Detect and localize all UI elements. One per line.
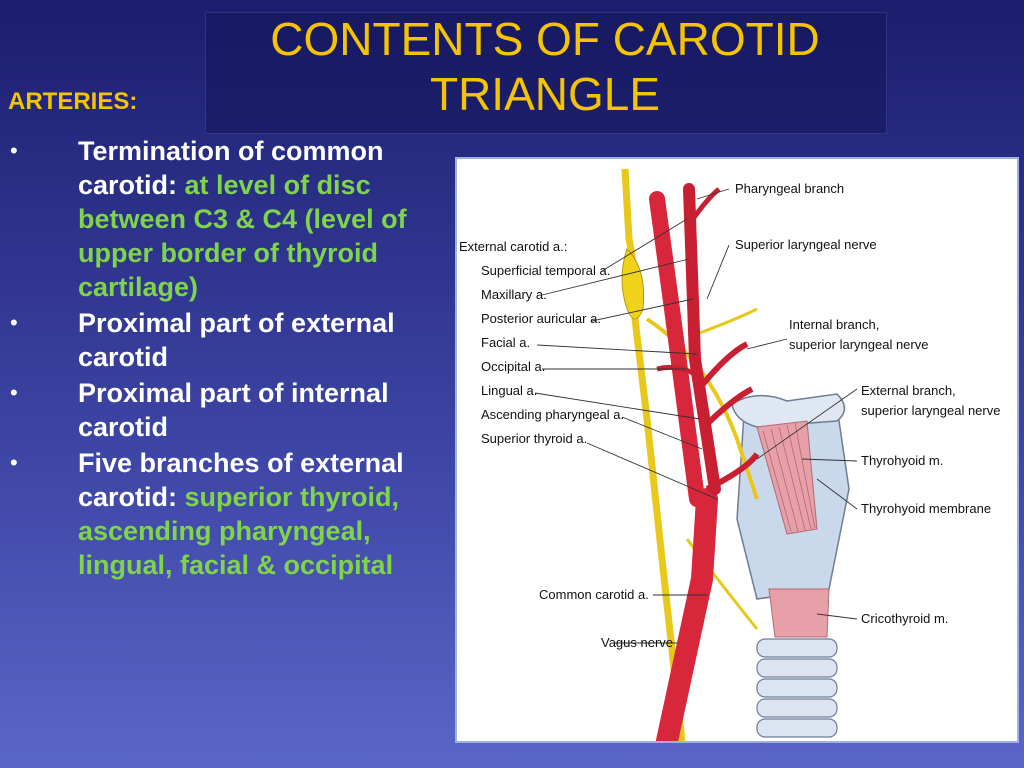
bullet-text: Termination of common carotid: [78,136,384,200]
label-internal-branch-2: superior laryngeal nerve [789,337,928,352]
label-superficial-temporal: Superficial temporal a. [481,263,610,278]
thyrohyoid-muscle [756,420,818,535]
pharyngeal-branch-artery [690,187,721,221]
title-line-2: TRIANGLE [429,68,661,120]
bullet-marker: • [10,310,18,335]
bullet-marker: • [10,380,18,405]
bullet-item: • Proximal part of external carotid [8,306,453,374]
bullet-item: • Termination of common carotid: at leve… [8,134,453,304]
bullet-text: Proximal part of external carotid [78,308,395,372]
facial-artery [696,341,749,391]
title-box [205,12,887,134]
bullet-detail: superior thyroid, ascending pharyngeal, … [78,482,400,580]
bullet-marker: • [10,450,18,475]
carotid-illustration: External carotid a.: Superficial tempora… [459,168,1000,741]
bullet-marker: • [10,138,18,163]
bullet-item: • Proximal part of internal carotid [8,376,453,444]
label-lingual: Lingual a. [481,383,537,398]
label-thyrohyoid-membrane: Thyrohyoid membrane [861,501,991,516]
internal-carotid-artery [649,191,705,507]
label-superior-thyroid: Superior thyroid a. [481,431,587,446]
slide-title: CONTENTS OF CAROTID TRIANGLE [205,12,885,122]
nerve-ganglion [621,248,645,320]
label-thyrohyoid-m: Thyrohyoid m. [861,453,943,468]
leader-lines [534,188,858,644]
vagus-nerve [621,168,686,741]
lingual-artery [699,386,754,432]
label-external-branch-2: superior laryngeal nerve [861,403,1000,418]
label-vagus-nerve: Vagus nerve [601,635,673,650]
muscle-fibers [762,422,816,532]
bullet-item: • Five branches of external carotid: sup… [8,446,453,582]
label-pharyngeal-branch: Pharyngeal branch [735,181,844,196]
cricothyroid-muscle [768,588,830,638]
anatomy-figure: External carotid a.: Superficial tempora… [455,157,1019,743]
bullet-text: Five branches of external carotid: [78,448,404,512]
label-internal-branch-1: Internal branch, [789,317,879,332]
label-occipital: Occipital a. [481,359,545,374]
label-posterior-auricular: Posterior auricular a. [481,311,601,326]
superior-thyroid-artery [705,452,760,492]
title-line-1: CONTENTS OF CAROTID [270,13,820,65]
bullet-list: • Termination of common carotid: at leve… [8,134,453,584]
label-common-carotid: Common carotid a. [539,587,649,602]
label-superior-laryngeal: Superior laryngeal nerve [735,237,877,252]
section-heading: ARTERIES: [8,88,138,115]
hyoid-bone [731,393,846,428]
label-ascending-pharyngeal: Ascending pharyngeal a. [481,407,624,422]
bullet-text: Proximal part of internal carotid [78,378,389,442]
external-carotid-artery [683,183,721,495]
label-facial: Facial a. [481,335,530,350]
label-maxillary: Maxillary a. [481,287,547,302]
bullet-detail: at level of disc between C3 & C4 (level … [78,170,407,302]
laryngeal-nerve-branch [696,307,758,336]
occipital-artery [656,364,697,377]
common-carotid-artery [656,488,718,741]
trachea [756,638,838,738]
label-cricothyroid: Cricothyroid m. [861,611,948,626]
label-external-branch-1: External branch, [861,383,956,398]
label-external-carotid: External carotid a.: [459,239,567,254]
